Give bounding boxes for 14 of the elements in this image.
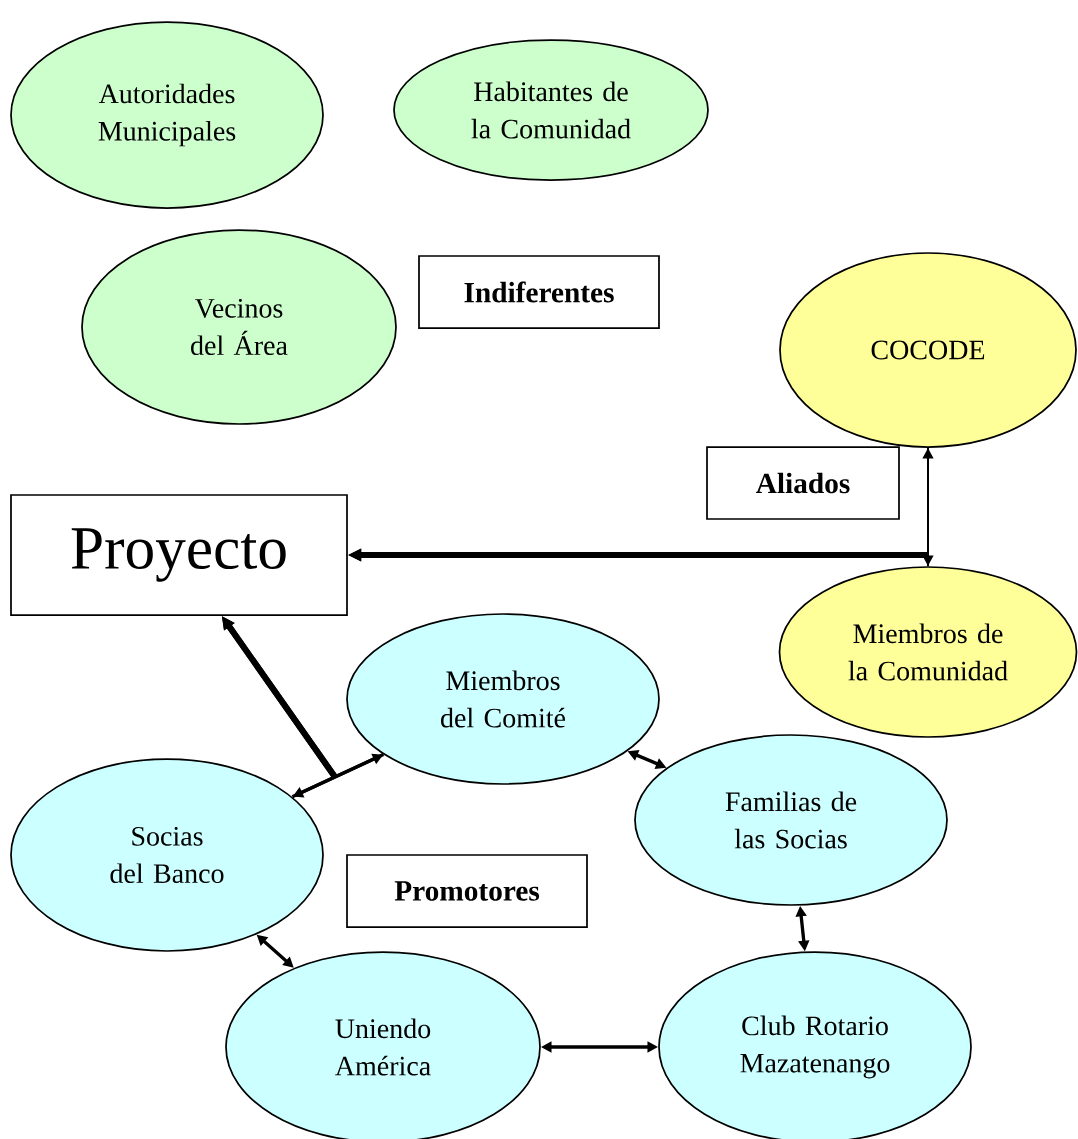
ellipse-node: COCODE bbox=[779, 252, 1077, 448]
ellipse-node: Habitantes de la Comunidad bbox=[393, 39, 709, 181]
ellipse-node: Uniendo América bbox=[225, 951, 541, 1139]
ellipse-node: Vecinos del Área bbox=[81, 229, 397, 425]
label-box: Aliados bbox=[706, 446, 900, 520]
ellipse-node: Familias de las Socias bbox=[634, 734, 948, 906]
ellipse-node: Autoridades Municipales bbox=[10, 21, 324, 209]
ellipse-node: Miembros de la Comunidad bbox=[778, 566, 1078, 738]
ellipse-node: Socias del Banco bbox=[10, 758, 324, 952]
ellipse-node: Miembros del Comité bbox=[346, 613, 660, 785]
ellipse-node: Club Rotario Mazatenango bbox=[658, 951, 972, 1139]
label-box: Promotores bbox=[346, 854, 588, 928]
label-box: Indiferentes bbox=[418, 255, 660, 329]
project-box: Proyecto bbox=[10, 494, 348, 616]
